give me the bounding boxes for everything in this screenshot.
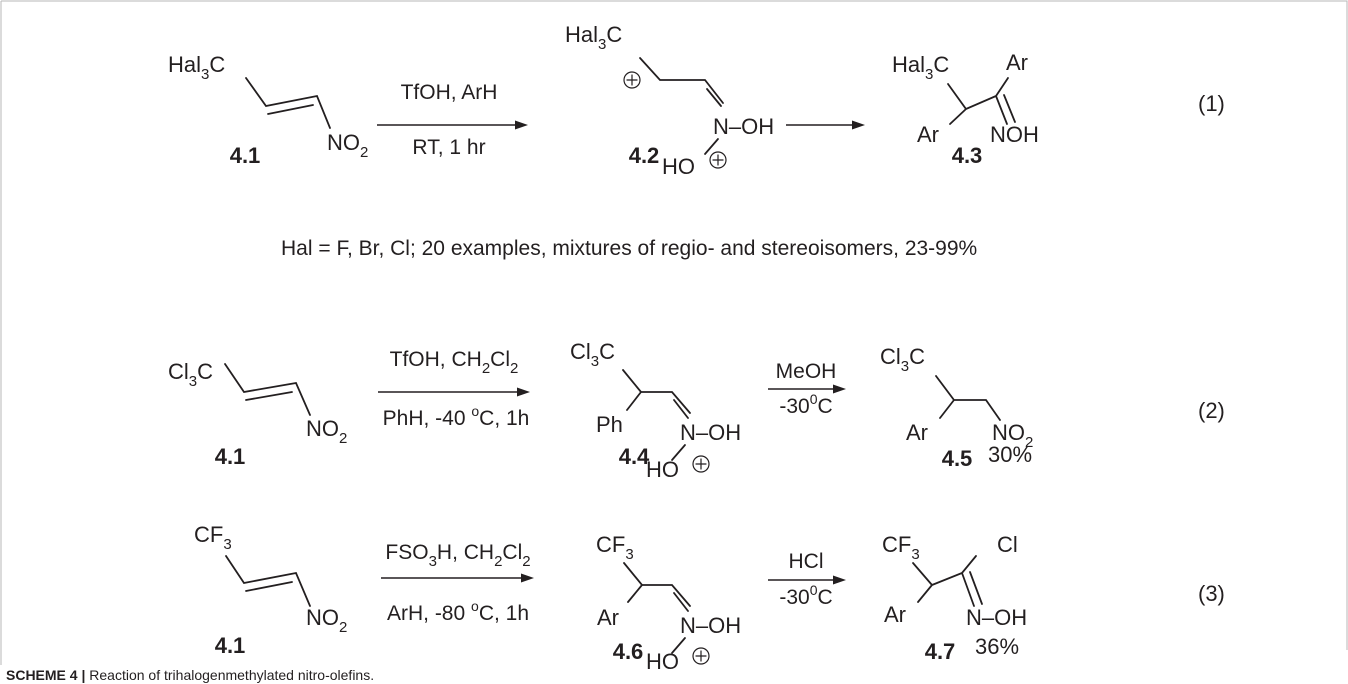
condition-line-1: TfOH, ArH — [401, 81, 498, 104]
caption-text: Reaction of trihalogenmethylated nitro-o… — [85, 667, 374, 683]
compound-label: 4.6 — [613, 639, 644, 664]
condition-line-1: TfOH, CH2Cl2 — [390, 348, 519, 377]
reaction-arrow-3: TfOH, CH2Cl2 PhH, -40 oC, 1h — [378, 348, 530, 430]
nitro-group: NO2 — [306, 416, 347, 447]
scope-note: Hal = F, Br, Cl; 20 examples, mixtures o… — [281, 237, 977, 260]
nitrogen-charge-icon — [692, 455, 710, 473]
reaction-number: (1) — [1198, 91, 1225, 116]
condition-line-2: RT, 1 hr — [412, 136, 485, 159]
n-oh: N–OH — [966, 605, 1027, 630]
compound-label: 4.5 — [942, 446, 973, 471]
reaction-number: (2) — [1198, 398, 1225, 423]
cl3c-group: Cl3C — [880, 344, 925, 375]
condition-line-2: -300C — [779, 582, 832, 609]
condition-line-1: HCl — [789, 550, 824, 573]
intermediate-4-6: CF3 Ar N–OH HO 4.6 — [596, 532, 741, 674]
nitro-group: NO2 — [327, 130, 368, 161]
product-4-7: CF3 Cl Ar N–OH 4.7 36% — [882, 532, 1027, 664]
reaction-arrow-1: TfOH, ArH RT, 1 hr — [377, 81, 528, 159]
caption-label: SCHEME 4 | — [6, 667, 85, 683]
aryl-top: Ar — [1006, 50, 1028, 75]
yield: 30% — [988, 442, 1032, 467]
cf3-group: CF3 — [882, 532, 920, 563]
aryl: Ar — [884, 602, 906, 627]
n-oh: N–OH — [713, 114, 774, 139]
ho: HO — [646, 649, 679, 674]
compound-label: 4.1 — [230, 143, 261, 168]
hal3c-group: Hal3C — [168, 52, 225, 83]
cl3c-group: Cl3C — [168, 359, 213, 390]
condition-line-1: MeOH — [776, 360, 837, 383]
aryl: Ar — [906, 420, 928, 445]
condition-line-2: -300C — [779, 391, 832, 418]
compound-label: 4.1 — [215, 444, 246, 469]
compound-label: 4.7 — [925, 639, 956, 664]
hal3c-group: Hal3C — [892, 52, 949, 83]
figure-caption: SCHEME 4 | Reaction of trihalogenmethyla… — [6, 667, 374, 683]
condition-line-2: ArH, -80 oC, 1h — [387, 598, 529, 625]
aryl-left: Ar — [917, 122, 939, 147]
phenyl: Ph — [596, 412, 623, 437]
reaction-arrow-4: MeOH -300C — [768, 360, 846, 418]
intermediate-4-4: Cl3C Ph N–OH HO 4.4 — [570, 339, 741, 482]
reaction-3: CF3 NO2 4.1 FSO3H, CH2Cl2 ArH, -80 oC, 1… — [194, 522, 1225, 674]
n-oh: N–OH — [680, 613, 741, 638]
chloro: Cl — [997, 532, 1018, 557]
cf3-group: CF3 — [194, 522, 232, 553]
nitro-group: NO2 — [306, 605, 347, 636]
reaction-2: Cl3C NO2 4.1 TfOH, CH2Cl2 PhH, -40 oC, 1… — [168, 339, 1225, 482]
compound-4-1-r3: CF3 NO2 4.1 — [194, 522, 347, 658]
reaction-1: Hal3C NO2 4.1 TfOH, ArH RT, 1 hr Hal3C N… — [168, 22, 1225, 179]
cl3c-group: Cl3C — [570, 339, 615, 370]
product-4-3: Hal3C Ar Ar NOH 4.3 — [892, 50, 1039, 168]
reaction-arrow-6: HCl -300C — [768, 550, 846, 609]
compound-4-1-r2: Cl3C NO2 4.1 — [168, 359, 347, 469]
compound-label: 4.3 — [952, 143, 983, 168]
compound-label: 4.1 — [215, 633, 246, 658]
ho: HO — [662, 154, 695, 179]
nitrogen-charge-icon — [709, 151, 727, 169]
compound-label: 4.4 — [619, 444, 650, 469]
reaction-arrow-5: FSO3H, CH2Cl2 ArH, -80 oC, 1h — [381, 541, 534, 625]
aryl: Ar — [597, 605, 619, 630]
intermediate-4-2: Hal3C N–OH HO 4.2 — [565, 22, 774, 179]
noh: NOH — [990, 122, 1039, 147]
ho: HO — [646, 457, 679, 482]
alkene-bonds — [245, 77, 331, 129]
nitrogen-charge-icon — [692, 647, 710, 665]
compound-4-1-r1: Hal3C NO2 4.1 — [168, 52, 368, 168]
condition-line-1: FSO3H, CH2Cl2 — [385, 541, 530, 570]
n-oh: N–OH — [680, 420, 741, 445]
compound-label: 4.2 — [629, 143, 660, 168]
hal3c-group: Hal3C — [565, 22, 622, 53]
nitro-group: NO2 — [992, 420, 1033, 451]
reaction-arrow-2 — [786, 120, 865, 130]
cf3-group: CF3 — [596, 532, 634, 563]
figure-frame — [0, 0, 1348, 665]
product-4-5: Cl3C Ar NO2 4.5 30% — [880, 344, 1033, 471]
condition-line-2: PhH, -40 oC, 1h — [383, 403, 530, 430]
yield: 36% — [975, 634, 1019, 659]
reaction-number: (3) — [1198, 581, 1225, 606]
carbocation-charge-icon — [623, 71, 641, 89]
